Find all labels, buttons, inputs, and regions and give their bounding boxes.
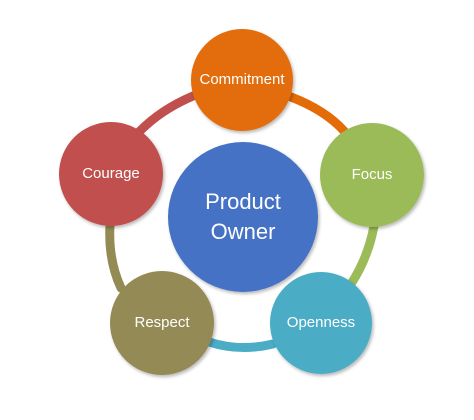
openness-circle (270, 272, 372, 374)
courage-circle (59, 122, 163, 226)
commitment-circle (191, 29, 293, 131)
node-courage: Courage (59, 122, 163, 226)
focus-circle (320, 123, 424, 227)
center-node: Product Owner (168, 142, 318, 292)
commitment-label: Commitment (199, 71, 285, 88)
arc-courage-commitment (133, 91, 198, 138)
node-commitment: Commitment (191, 29, 293, 131)
arc-commitment-focus (286, 92, 354, 142)
respect-label: Respect (134, 314, 190, 331)
node-respect: Respect (110, 271, 214, 375)
node-focus: Focus (320, 123, 424, 227)
arc-focus-openness (346, 221, 379, 289)
arc-openness-respect (204, 337, 278, 353)
courage-label: Courage (82, 165, 140, 182)
node-openness: Openness (270, 272, 372, 374)
center-circle (168, 142, 318, 292)
focus-label: Focus (352, 166, 393, 183)
arc-respect-courage (105, 220, 126, 293)
respect-circle (110, 271, 214, 375)
openness-label: Openness (287, 314, 355, 331)
center-label-line2: Owner (211, 219, 276, 244)
center-label-line1: Product (205, 189, 281, 214)
